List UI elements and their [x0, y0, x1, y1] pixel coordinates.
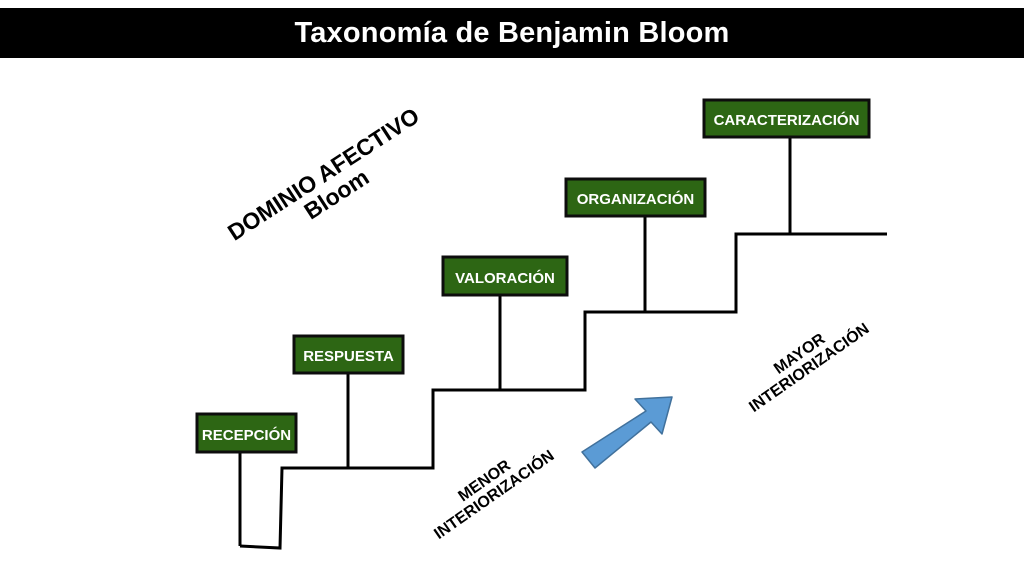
page-title: Taxonomía de Benjamin Bloom [294, 16, 730, 49]
level-box-recepcion: RECEPCIÓN [195, 412, 298, 454]
level-label-caracterizacion: CARACTERIZACIÓN [714, 111, 860, 129]
level-box-organizacion: ORGANIZACIÓN [564, 177, 707, 218]
level-box-caracterizacion: CARACTERIZACIÓN [702, 98, 871, 139]
level-label-recepcion: RECEPCIÓN [202, 426, 291, 444]
level-label-organizacion: ORGANIZACIÓN [577, 190, 695, 208]
level-box-valoracion: VALORACIÓN [441, 255, 569, 297]
title-bar: Taxonomía de Benjamin Bloom [0, 8, 1024, 58]
staircase-line [239, 232, 887, 550]
level-box-respuesta: RESPUESTA [292, 334, 405, 375]
level-label-respuesta: RESPUESTA [303, 348, 394, 365]
level-label-valoracion: VALORACIÓN [455, 269, 555, 287]
arrow-up-right-icon [581, 396, 673, 469]
